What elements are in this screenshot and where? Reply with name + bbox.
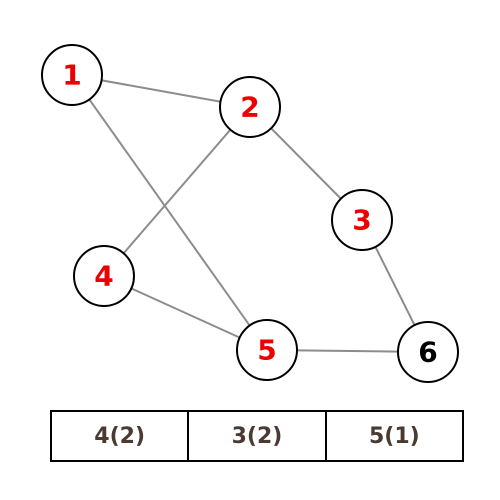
node-1: 1 <box>41 44 103 106</box>
node-label: 3 <box>352 204 371 237</box>
node-label: 4 <box>94 260 113 293</box>
node-circle <box>73 245 135 307</box>
node-circle <box>331 189 393 251</box>
queue-cell: 3(2) <box>189 412 327 460</box>
edge-2-4 <box>103 106 251 277</box>
edge-1-5 <box>71 74 268 351</box>
node-3: 3 <box>331 189 393 251</box>
node-4: 4 <box>73 245 135 307</box>
queue-box: 4(2) 3(2) 5(1) <box>50 410 464 462</box>
node-2: 2 <box>219 76 281 138</box>
node-label: 5 <box>257 334 276 367</box>
queue-cell: 5(1) <box>368 423 420 449</box>
node-5: 5 <box>236 319 298 381</box>
queue-cell: 4(2) <box>52 412 190 460</box>
node-label: 2 <box>240 91 259 124</box>
node-circle <box>41 44 103 106</box>
node-circle <box>219 76 281 138</box>
node-6: 6 <box>397 321 459 383</box>
node-circle <box>236 319 298 381</box>
node-label: 1 <box>62 59 81 92</box>
node-label: 6 <box>418 336 437 369</box>
node-circle <box>397 321 459 383</box>
